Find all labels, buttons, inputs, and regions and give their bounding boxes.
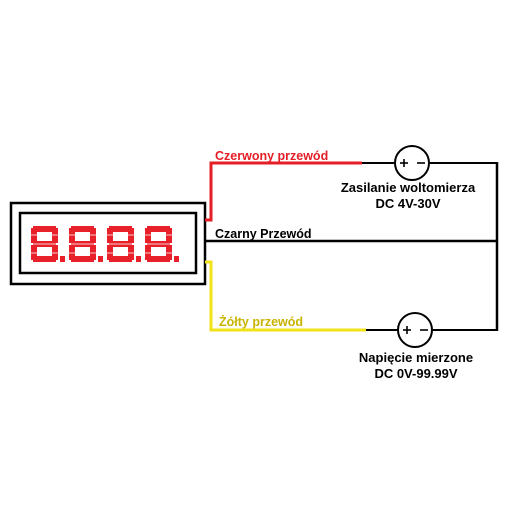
- digit-2-segment-c: [90, 245, 96, 260]
- digit-1-segment-d: [33, 256, 56, 262]
- digit-4-segment-f: [145, 228, 151, 243]
- measured-caption-line2: DC 0V-99.99V: [374, 366, 457, 381]
- red-wire-label: Czerwony przewód: [215, 149, 328, 163]
- digit-3-segment-b: [128, 228, 134, 243]
- digit-4-segment-d: [147, 256, 170, 262]
- digit-1-segment-f: [31, 228, 37, 243]
- digit-4-segment-e: [145, 245, 151, 260]
- led-digits: [31, 226, 179, 262]
- supply-source-symbol: [394, 145, 430, 181]
- digit-2-segment-d: [71, 256, 94, 262]
- digit-3-segment-a: [109, 226, 132, 232]
- digit-4-segment-c: [166, 245, 172, 260]
- digit-1-segment-c: [52, 245, 58, 260]
- digit-3-decimal-point: [136, 256, 141, 262]
- digit-3-segment-c: [128, 245, 134, 260]
- yellow-wire: [205, 260, 366, 332]
- supply-caption-line2: DC 4V-30V: [375, 196, 440, 211]
- digit-4-segment-b: [166, 228, 172, 243]
- supply-caption-line1: Zasilanie woltomierza: [341, 180, 476, 195]
- digit-4-decimal-point: [174, 256, 179, 262]
- black-wire-label: Czarny Przewód: [215, 227, 312, 241]
- measured-source-symbol: [397, 312, 433, 348]
- measured-source-circle: [397, 312, 433, 348]
- digit-3-segment-e: [107, 245, 113, 260]
- digit-1-segment-b: [52, 228, 58, 243]
- yellow-wire-label: Żółty przewód: [219, 314, 303, 329]
- red-wire: [205, 161, 362, 222]
- digit-1-segment-e: [31, 245, 37, 260]
- measured-caption-line1: Napięcie mierzone: [359, 350, 473, 365]
- digit-2-segment-e: [69, 245, 75, 260]
- digit-1-segment-a: [33, 226, 56, 232]
- digit-1-decimal-point: [60, 256, 65, 262]
- digit-2-segment-b: [90, 228, 96, 243]
- digit-2-decimal-point: [98, 256, 103, 262]
- supply-source-circle: [394, 145, 430, 181]
- digit-2-segment-a: [71, 226, 94, 232]
- yellow-wire-line: [205, 260, 366, 332]
- red-wire-line: [205, 161, 362, 222]
- voltmeter-module: [9, 201, 207, 286]
- digit-4-segment-a: [147, 226, 170, 232]
- digit-2-segment-f: [69, 228, 75, 243]
- digit-3-segment-d: [109, 256, 132, 262]
- digit-3-segment-f: [107, 228, 113, 243]
